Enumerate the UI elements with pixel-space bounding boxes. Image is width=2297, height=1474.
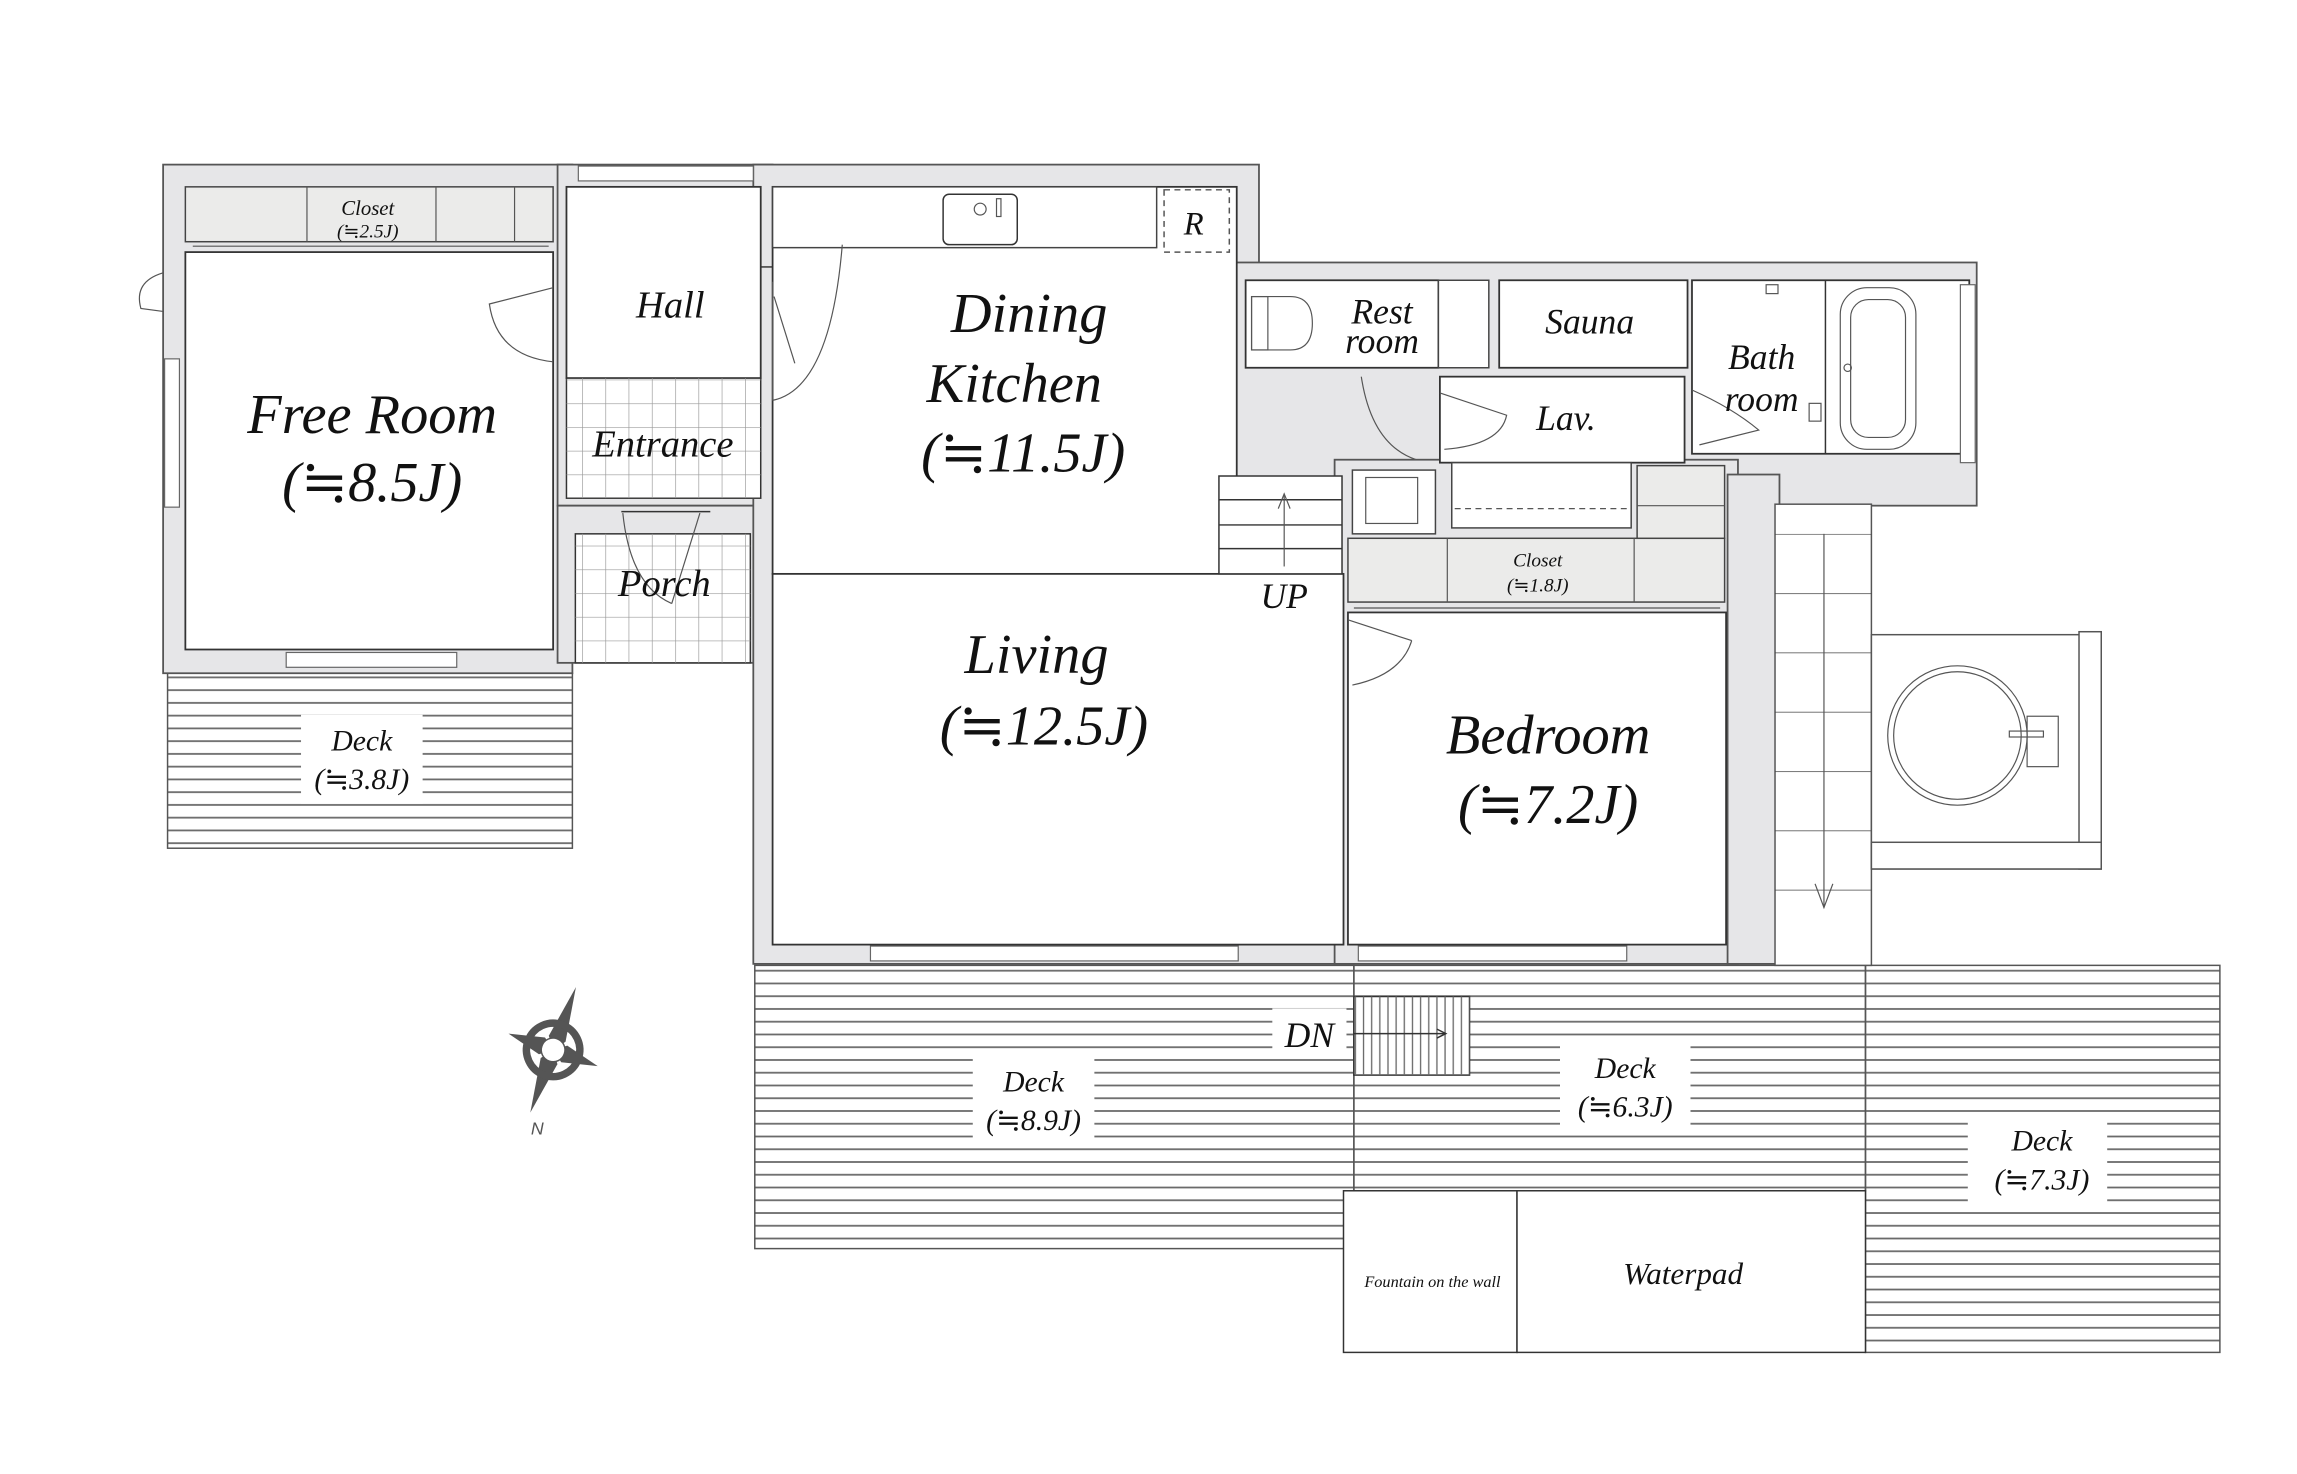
deck-middle-area: (≒6.3J) [1578, 1092, 1673, 1124]
stairs-down-label: DN [1284, 1015, 1337, 1055]
closet-right-area: (≒1.8J) [1507, 576, 1569, 597]
dining-kitchen-area: (≒11.5J) [921, 423, 1125, 485]
deck-left-label: Deck [330, 725, 393, 757]
dining-kitchen-area [771, 185, 1238, 575]
bathroom-label-2: room [1725, 379, 1799, 419]
closet-left-area: (≒2.5J) [337, 221, 399, 242]
restroom-label-2: room [1345, 321, 1419, 361]
waterpad-area [1516, 1190, 1867, 1354]
deck-steps [1353, 995, 1471, 1076]
deck-left-area: (≒3.8J) [314, 764, 409, 796]
hall-label: Hall [635, 284, 705, 326]
porch-label: Porch [617, 563, 711, 605]
refrigerator-space [1163, 189, 1231, 253]
closet-right [1347, 464, 1726, 609]
lavatory-label: Lav. [1535, 398, 1596, 438]
kitchen-counter [771, 186, 1158, 249]
entrance-label: Entrance [591, 424, 733, 466]
free-room-label: Free Room [246, 384, 497, 446]
deck-south-label: Deck [1002, 1066, 1065, 1098]
hall-area [565, 185, 762, 380]
sauna-label: Sauna [1545, 302, 1634, 342]
free-room-area [184, 251, 555, 651]
living-label: Living [964, 624, 1109, 686]
restroom-label-1: Rest [1350, 291, 1413, 331]
outdoor-bath [1870, 630, 2102, 870]
bathroom-area [1691, 279, 1971, 455]
fountain-label: Fountain on the wall [1363, 1272, 1501, 1291]
closet-left-label: Closet [341, 198, 395, 220]
waterpad-label: Waterpad [1623, 1256, 1743, 1291]
kitchen-label: Kitchen [926, 353, 1102, 415]
living-area-label: (≒12.5J) [940, 695, 1148, 757]
stairs-up-label: UP [1260, 576, 1307, 616]
compass-north-label: N [531, 1118, 544, 1138]
stairs-up [1218, 475, 1343, 575]
lavatory-area [1351, 375, 1760, 535]
fountain-area [1342, 1190, 1518, 1354]
bedroom-area [1347, 611, 1727, 946]
bedroom-door [1347, 619, 1413, 686]
living-area [771, 572, 1345, 946]
closet-right-label: Closet [1513, 550, 1563, 571]
free-room-area: (≒8.5J) [282, 452, 462, 514]
closet-left [184, 186, 554, 247]
bathroom-label-1: Bath [1728, 337, 1795, 377]
stairs-down-east [1774, 503, 1873, 967]
refrigerator-label: R [1183, 206, 1204, 242]
deck-east-label: Deck [2011, 1126, 2074, 1158]
bedroom-label: Bedroom [1446, 704, 1650, 766]
compass-rose-icon [508, 987, 598, 1113]
dining-label: Dining [950, 283, 1108, 345]
front-door [621, 510, 711, 605]
windows [138, 165, 1976, 962]
bedroom-area-label: (≒7.2J) [1458, 774, 1638, 836]
deck-south-area: (≒8.9J) [986, 1105, 1081, 1137]
deck-middle-label: Deck [1594, 1053, 1657, 1085]
deck-east-area: (≒7.3J) [1995, 1164, 2090, 1196]
sauna-area [1498, 279, 1689, 369]
kitchen-door [771, 244, 843, 401]
restroom-area [1244, 279, 1490, 369]
